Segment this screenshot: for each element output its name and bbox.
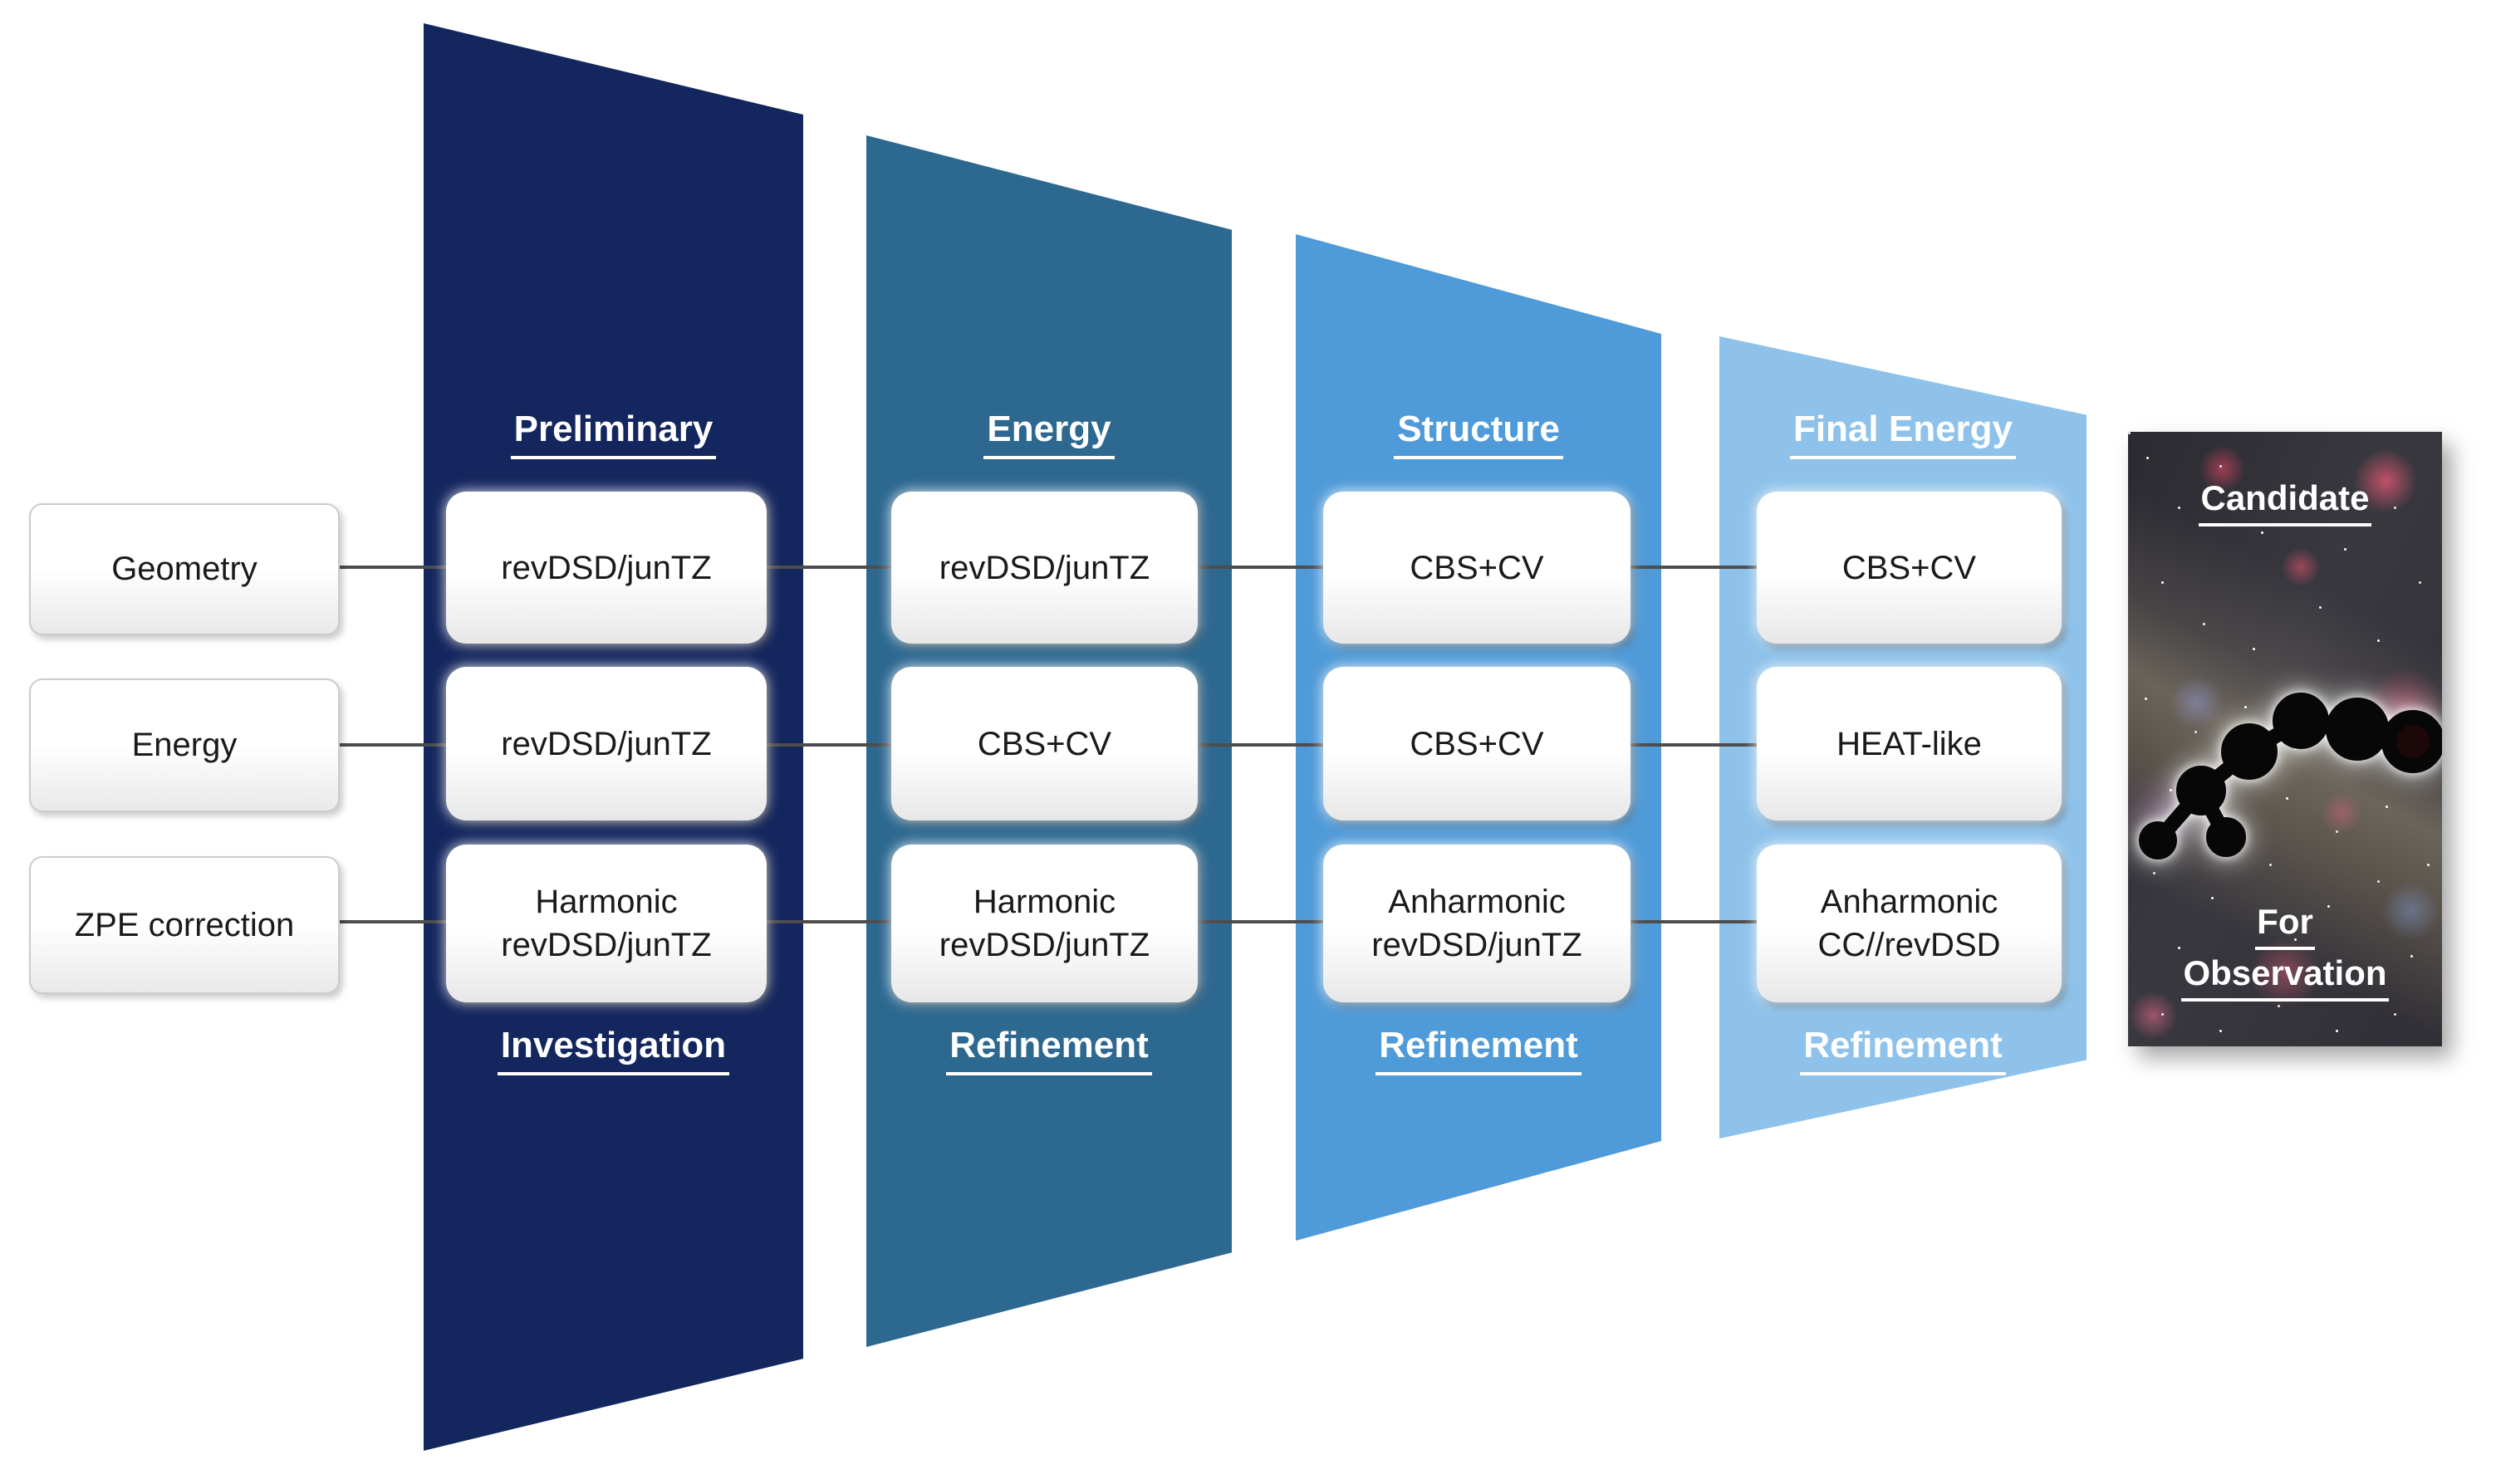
method-box-stage1-geometry: revDSD/junTZ xyxy=(446,492,767,644)
method-box-stage3-geometry: CBS+CV xyxy=(1323,492,1630,644)
method-box-stage4-energy: HEAT-like xyxy=(1757,667,2062,820)
input-box-energy: Energy xyxy=(29,678,340,812)
candidate-label: Candidate xyxy=(2128,478,2442,527)
input-box-geometry: Geometry xyxy=(29,503,340,635)
input-box-zpe-correction: ZPE correction xyxy=(29,856,340,994)
stage-header-4: Final Energy xyxy=(1719,409,2087,459)
input-label: ZPE correction xyxy=(74,906,295,943)
stage-footer-1: Investigation xyxy=(424,1025,803,1075)
stage-footer-2: Refinement xyxy=(866,1025,1232,1075)
stage-footer-4: Refinement xyxy=(1719,1025,2087,1075)
stage-footer-3: Refinement xyxy=(1296,1025,1661,1075)
input-label: Energy xyxy=(131,727,238,763)
stage-header-1: Preliminary xyxy=(424,409,803,459)
method-box-stage4-geometry: CBS+CV xyxy=(1757,492,2062,644)
molecule-silhouette-icon xyxy=(2139,693,2442,860)
stage-header-2: Energy xyxy=(866,409,1232,459)
for-observation-label-line2: Observation xyxy=(2128,953,2442,1002)
method-box-stage2-geometry: revDSD/junTZ xyxy=(891,492,1198,644)
star-dots xyxy=(2128,432,2131,434)
stage-header-3: Structure xyxy=(1296,409,1661,459)
method-box-stage1-energy: revDSD/junTZ xyxy=(446,667,767,820)
for-observation-label-line1: For xyxy=(2128,902,2442,950)
input-label: Geometry xyxy=(111,551,257,587)
method-box-stage2-energy: CBS+CV xyxy=(891,667,1198,820)
method-box-stage3-energy: CBS+CV xyxy=(1323,667,1630,820)
galaxy-image: Candidate For Observation xyxy=(2128,432,2442,1046)
